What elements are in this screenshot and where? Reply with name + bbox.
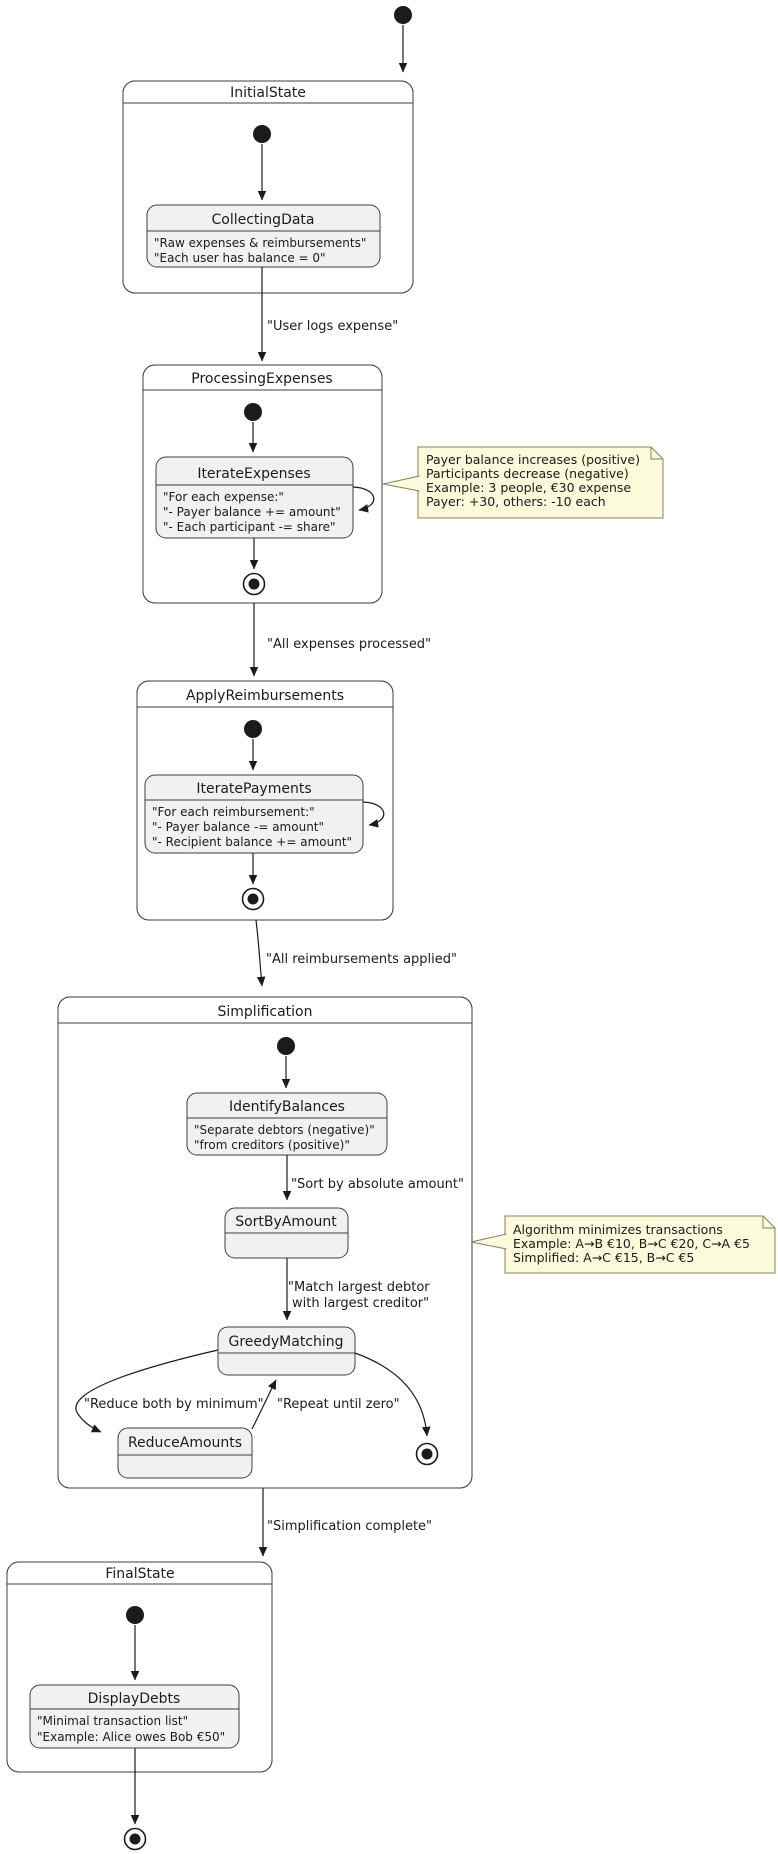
edge-reducebothbyminimum bbox=[75, 1349, 219, 1433]
state-line: "from creditors (positive)" bbox=[194, 1138, 350, 1152]
note-line: Example: 3 people, €30 expense bbox=[426, 480, 631, 495]
note-line: Payer: +30, others: -10 each bbox=[426, 494, 606, 509]
note-line: Participants decrease (negative) bbox=[426, 466, 629, 481]
note-pointer bbox=[382, 475, 420, 492]
state-line: "- Payer balance += amount" bbox=[163, 505, 341, 519]
final-state bbox=[123, 1827, 147, 1851]
state-line: "For each reimbursement:" bbox=[152, 805, 315, 819]
state-title: ReduceAmounts bbox=[128, 1435, 242, 1451]
note-fold-icon bbox=[762, 1216, 775, 1229]
edge-allreimbursementsapplied bbox=[255, 919, 266, 987]
transition-label-all-reimbursements-applied: "All reimbursements applied" bbox=[266, 952, 457, 967]
state-finalstate: FinalState DisplayDebts "Minimal transac… bbox=[6, 1561, 273, 1773]
state-line: "Each user has balance = 0" bbox=[154, 251, 326, 265]
edge-repeatuntilzero bbox=[251, 1379, 277, 1430]
state-reduceamounts: ReduceAmounts bbox=[117, 1427, 253, 1479]
initial-pseudostate bbox=[244, 720, 262, 738]
state-line: "- Payer balance -= amount" bbox=[152, 820, 324, 834]
transition-label-simplification-complete: "Simplification complete" bbox=[267, 1519, 432, 1534]
state-title: CollectingData bbox=[212, 212, 315, 228]
edge-greedy-to-final bbox=[354, 1352, 431, 1437]
state-iterateexpenses: IterateExpenses "For each expense:" "- P… bbox=[155, 456, 354, 539]
transition-label-reduce-both-by-minimum: "Reduce both by minimum" bbox=[84, 1397, 264, 1412]
transition-label-user-logs-expense: "User logs expense" bbox=[267, 319, 398, 334]
note-line: Simplified: A→C €15, B→C €5 bbox=[513, 1250, 694, 1265]
transition-label-sort-by-absolute-amount: "Sort by absolute amount" bbox=[291, 1177, 464, 1192]
state-identifybalances: IdentifyBalances "Separate debtors (nega… bbox=[186, 1092, 388, 1156]
state-initialstate: InitialState CollectingData "Raw expense… bbox=[122, 80, 414, 294]
state-simplification: Simplification IdentifyBalances "Separat… bbox=[57, 996, 473, 1489]
state-title: IdentifyBalances bbox=[229, 1099, 345, 1115]
edge-iterateexpenses-selfloop bbox=[352, 486, 375, 513]
note-line: Example: A→B €10, B→C €20, C→A €5 bbox=[513, 1236, 750, 1251]
final-state bbox=[241, 887, 265, 911]
state-line: "Minimal transaction list" bbox=[37, 1714, 188, 1728]
transition-label-match-largest-debtor: "Match largest debtor bbox=[288, 1280, 430, 1295]
transition-label-with-largest-creditor: with largest creditor" bbox=[292, 1296, 429, 1311]
state-greedymatching: GreedyMatching bbox=[217, 1326, 356, 1376]
initial-pseudostate bbox=[244, 403, 262, 421]
note-line: Algorithm minimizes transactions bbox=[513, 1222, 723, 1237]
state-collectingdata: CollectingData "Raw expenses & reimburse… bbox=[146, 204, 381, 268]
state-line: "Raw expenses & reimbursements" bbox=[154, 236, 366, 250]
note-expense-balances: Payer balance increases (positive) Parti… bbox=[382, 446, 664, 519]
state-title: IteratePayments bbox=[196, 781, 311, 797]
state-processingexpenses: ProcessingExpenses IterateExpenses "For … bbox=[142, 364, 383, 604]
state-title: ApplyReimbursements bbox=[186, 688, 344, 704]
state-title: Simplification bbox=[218, 1004, 313, 1020]
transition-label-repeat-until-zero: "Repeat until zero" bbox=[277, 1397, 400, 1412]
initial-pseudostate bbox=[253, 125, 271, 143]
note-line: Payer balance increases (positive) bbox=[426, 452, 640, 467]
state-line: "- Recipient balance += amount" bbox=[152, 835, 352, 849]
final-state bbox=[242, 572, 266, 596]
state-sortbyamount: SortByAmount bbox=[224, 1207, 349, 1259]
initial-pseudostate bbox=[277, 1037, 295, 1055]
state-applyreimbursements: ApplyReimbursements IteratePayments "For… bbox=[136, 680, 394, 921]
state-line: "Separate debtors (negative)" bbox=[194, 1123, 375, 1137]
state-title: SortByAmount bbox=[235, 1214, 337, 1230]
state-title: DisplayDebts bbox=[88, 1691, 181, 1707]
initial-pseudostate bbox=[394, 6, 412, 24]
initial-pseudostate bbox=[126, 1606, 144, 1624]
state-displaydebts: DisplayDebts "Minimal transaction list" … bbox=[29, 1684, 240, 1749]
state-title: GreedyMatching bbox=[228, 1334, 343, 1350]
state-title: InitialState bbox=[230, 85, 306, 101]
state-iteratepayments: IteratePayments "For each reimbursement:… bbox=[144, 774, 364, 854]
state-title: ProcessingExpenses bbox=[191, 371, 332, 387]
transition-label-all-expenses-processed: "All expenses processed" bbox=[267, 637, 431, 652]
state-title: FinalState bbox=[105, 1566, 174, 1582]
note-algorithm: Algorithm minimizes transactions Example… bbox=[470, 1215, 776, 1274]
note-fold-icon bbox=[650, 447, 663, 460]
state-line: "For each expense:" bbox=[163, 490, 284, 504]
note-pointer bbox=[470, 1233, 507, 1250]
state-line: "Example: Alice owes Bob €50" bbox=[37, 1730, 225, 1744]
state-line: "- Each participant -= share" bbox=[163, 520, 336, 534]
final-state bbox=[415, 1442, 439, 1466]
state-title: IterateExpenses bbox=[197, 466, 310, 482]
edge-iteratepayments-selfloop bbox=[362, 801, 385, 828]
